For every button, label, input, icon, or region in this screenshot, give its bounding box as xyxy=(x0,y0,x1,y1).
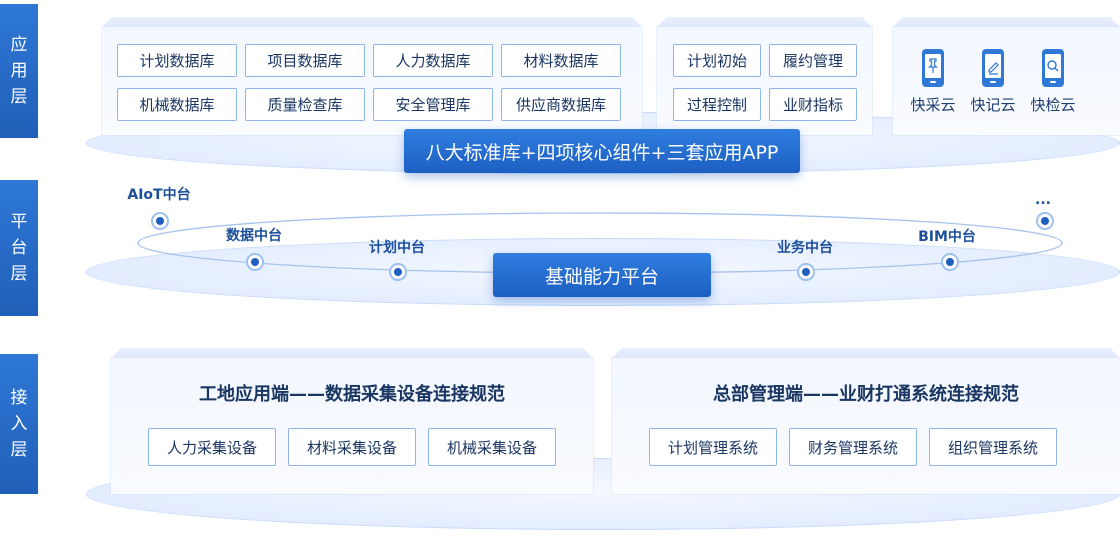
database-item[interactable]: 机械数据库 xyxy=(117,88,237,121)
layer-label-char: 台 xyxy=(10,238,28,258)
component-item[interactable]: 业财指标 xyxy=(769,88,857,121)
site-panel: 工地应用端——数据采集设备连接规范 xyxy=(111,358,593,494)
site-panel-title: 工地应用端——数据采集设备连接规范 xyxy=(199,384,505,405)
layer-label-char: 入 xyxy=(10,414,28,434)
hq-panel: 总部管理端——业财打通系统连接规范 xyxy=(612,358,1120,494)
node-label-bim: BIM中台 xyxy=(918,229,976,245)
database-item[interactable]: 质量检查库 xyxy=(245,88,365,121)
node-label-more: ... xyxy=(1035,192,1051,208)
layer-label-char: 应 xyxy=(10,35,28,55)
component-item[interactable]: 过程控制 xyxy=(673,88,761,121)
node-label-aiot: AIoT中台 xyxy=(127,187,191,203)
node-aiot[interactable] xyxy=(151,212,169,230)
phone-pen-icon xyxy=(982,49,1004,87)
phone-pin-icon xyxy=(922,49,944,87)
node-label-business: 业务中台 xyxy=(777,240,833,256)
layer-label-platform: 平台层 xyxy=(0,180,38,316)
hq-system-item[interactable]: 计划管理系统 xyxy=(649,428,777,466)
site-device-item[interactable]: 材料采集设备 xyxy=(288,428,416,466)
node-bim[interactable] xyxy=(941,253,959,271)
database-item[interactable]: 安全管理库 xyxy=(373,88,493,121)
phone-search-icon xyxy=(1042,49,1064,87)
layer-label-char: 接 xyxy=(10,388,28,408)
hq-system-item[interactable]: 财务管理系统 xyxy=(789,428,917,466)
layer-label-access: 接入层 xyxy=(0,354,38,494)
layer-label-char: 层 xyxy=(10,87,28,107)
layer-label-char: 层 xyxy=(10,264,28,284)
layer-label-application: 应用层 xyxy=(0,4,38,138)
node-label-data: 数据中台 xyxy=(226,228,282,244)
application-banner: 八大标准库+四项核心组件+三套应用APP xyxy=(404,129,800,173)
site-device-item[interactable]: 机械采集设备 xyxy=(428,428,556,466)
layer-label-text: 平台层 xyxy=(11,209,28,287)
hq-panel-title: 总部管理端——业财打通系统连接规范 xyxy=(713,384,1019,405)
app-name: 快检云 xyxy=(1030,96,1076,114)
hq-system-item[interactable]: 组织管理系统 xyxy=(929,428,1057,466)
node-more[interactable] xyxy=(1036,212,1054,230)
database-item[interactable]: 供应商数据库 xyxy=(501,88,621,121)
node-business[interactable] xyxy=(797,263,815,281)
layer-label-char: 用 xyxy=(10,61,28,81)
app-kuaicai[interactable]: 快采云 xyxy=(905,48,961,115)
database-item[interactable]: 材料数据库 xyxy=(501,44,621,77)
component-item[interactable]: 履约管理 xyxy=(769,44,857,77)
layer-label-text: 应用层 xyxy=(11,32,28,110)
layer-label-char: 平 xyxy=(10,212,28,232)
layer-label-text: 接入层 xyxy=(11,385,28,463)
node-label-plan: 计划中台 xyxy=(369,240,425,256)
layer-label-char: 层 xyxy=(10,440,28,460)
platform-banner: 基础能力平台 xyxy=(493,253,711,297)
database-item[interactable]: 计划数据库 xyxy=(117,44,237,77)
app-kuaijian[interactable]: 快检云 xyxy=(1025,48,1081,115)
node-data[interactable] xyxy=(246,253,264,271)
app-name: 快采云 xyxy=(910,96,956,114)
component-item[interactable]: 计划初始 xyxy=(673,44,761,77)
app-kuaiji[interactable]: 快记云 xyxy=(965,48,1021,115)
database-item[interactable]: 人力数据库 xyxy=(373,44,493,77)
database-item[interactable]: 项目数据库 xyxy=(245,44,365,77)
site-device-item[interactable]: 人力采集设备 xyxy=(148,428,276,466)
node-plan[interactable] xyxy=(389,263,407,281)
app-name: 快记云 xyxy=(970,96,1016,114)
